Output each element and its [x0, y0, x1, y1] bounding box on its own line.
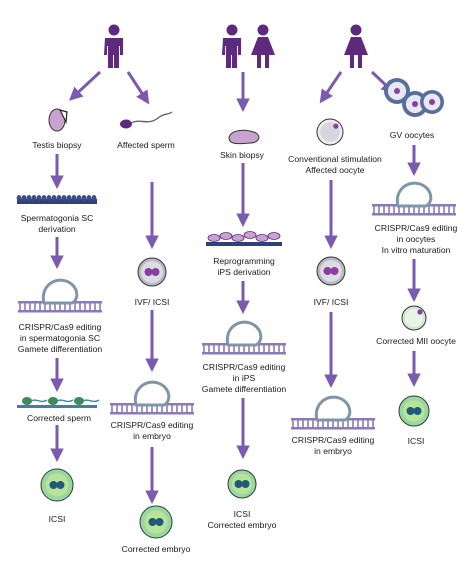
- dna-cas9-icon-col3: [202, 320, 286, 355]
- label-crispr-sc-3: Gamete differentiation: [17, 344, 103, 354]
- skin-icon: [228, 129, 260, 145]
- label-ivf-icsi-col2: IVF/ ICSI: [134, 297, 170, 307]
- corrected-sperm-dish-icon: [17, 397, 100, 408]
- label-spermatogonia-1: Spermatogonia SC: [20, 213, 94, 223]
- label-crispr-embryo-2: in embryo: [133, 431, 171, 441]
- testis-icon: [48, 108, 68, 132]
- female-person-icon-right: [344, 24, 368, 68]
- zygote-icon-col2: [137, 257, 167, 287]
- label-corrected-sperm: Corrected sperm: [27, 413, 91, 423]
- label-crispr-sc-2: in spermatogonia SC: [19, 333, 101, 343]
- gv-oocyte-cluster-icon: [384, 78, 444, 117]
- label-icsi-col3-1: ICSI: [233, 509, 251, 519]
- label-crispr-embryo4-1: CRISPR/Cas9 editing: [291, 435, 375, 445]
- label-crispr-oocyte-3: In vitro maturation: [381, 245, 451, 255]
- dna-cas9-icon-col5: [372, 181, 456, 216]
- embryo-icon-col3: [227, 469, 257, 499]
- label-conventional-1: Conventional stimulation: [288, 154, 382, 164]
- label-ivf-icsi-col4: IVF/ ICSI: [313, 297, 349, 307]
- label-crispr-sc-1: CRISPR/Cas9 editing: [18, 322, 102, 332]
- label-corrected-mii: Corrected MII oocyte: [376, 336, 456, 346]
- label-skin-biopsy: Skin biopsy: [220, 150, 264, 160]
- sperm-icon: [120, 111, 173, 129]
- label-crispr-ips-1: CRISPR/Cas9 editing: [202, 362, 286, 372]
- dna-cas9-icon-col4: [291, 395, 375, 430]
- zygote-icon-col1: [40, 468, 74, 502]
- label-reprog-1: Reprogramming: [213, 256, 275, 266]
- spermatogonia-dish-icon: [16, 195, 97, 204]
- label-reprog-2: iPS derivation: [217, 267, 271, 277]
- arrow-to-sperm: [126, 71, 150, 105]
- dna-cas9-icon-col1: [18, 278, 102, 313]
- label-crispr-embryo4-2: in embryo: [314, 446, 352, 456]
- ips-dish-icon: [206, 231, 282, 246]
- label-corrected-embryo-col2: Corrected embryo: [121, 544, 191, 554]
- arrow-to-testis: [69, 70, 102, 101]
- embryo-icon-col2: [139, 505, 173, 539]
- male-person-icon-left: [104, 24, 123, 68]
- label-icsi-col5: ICSI: [407, 436, 425, 446]
- label-crispr-embryo-1: CRISPR/Cas9 editing: [110, 420, 194, 430]
- arrow-to-conventional: [319, 71, 343, 104]
- female-person-icon-center: [251, 24, 275, 68]
- dna-cas9-icon-col2: [110, 380, 194, 415]
- label-crispr-oocyte-2: in oocytes: [396, 234, 436, 244]
- male-person-icon-center: [222, 24, 241, 68]
- label-crispr-oocyte-1: CRISPR/Cas9 editing: [374, 223, 458, 233]
- label-conventional-2: Affected oocyte: [305, 165, 365, 175]
- label-icsi-col1: ICSI: [48, 514, 66, 524]
- zygote-icon-col4: [316, 256, 346, 286]
- oocyte-icon-col4: [316, 118, 344, 146]
- label-icsi-col3-2: Corrected embryo: [207, 520, 277, 530]
- label-testis-biopsy: Testis biopsy: [32, 140, 82, 150]
- corrected-mii-oocyte-icon: [401, 305, 427, 331]
- label-gv-oocytes: GV oocytes: [389, 130, 435, 140]
- label-crispr-ips-3: Gamete differentiation: [201, 384, 287, 394]
- label-spermatogonia-2: derivation: [38, 224, 76, 234]
- label-affected-sperm: Affected sperm: [117, 140, 175, 150]
- label-crispr-ips-2: in iPS: [232, 373, 256, 383]
- zygote-icon-col5: [398, 395, 430, 427]
